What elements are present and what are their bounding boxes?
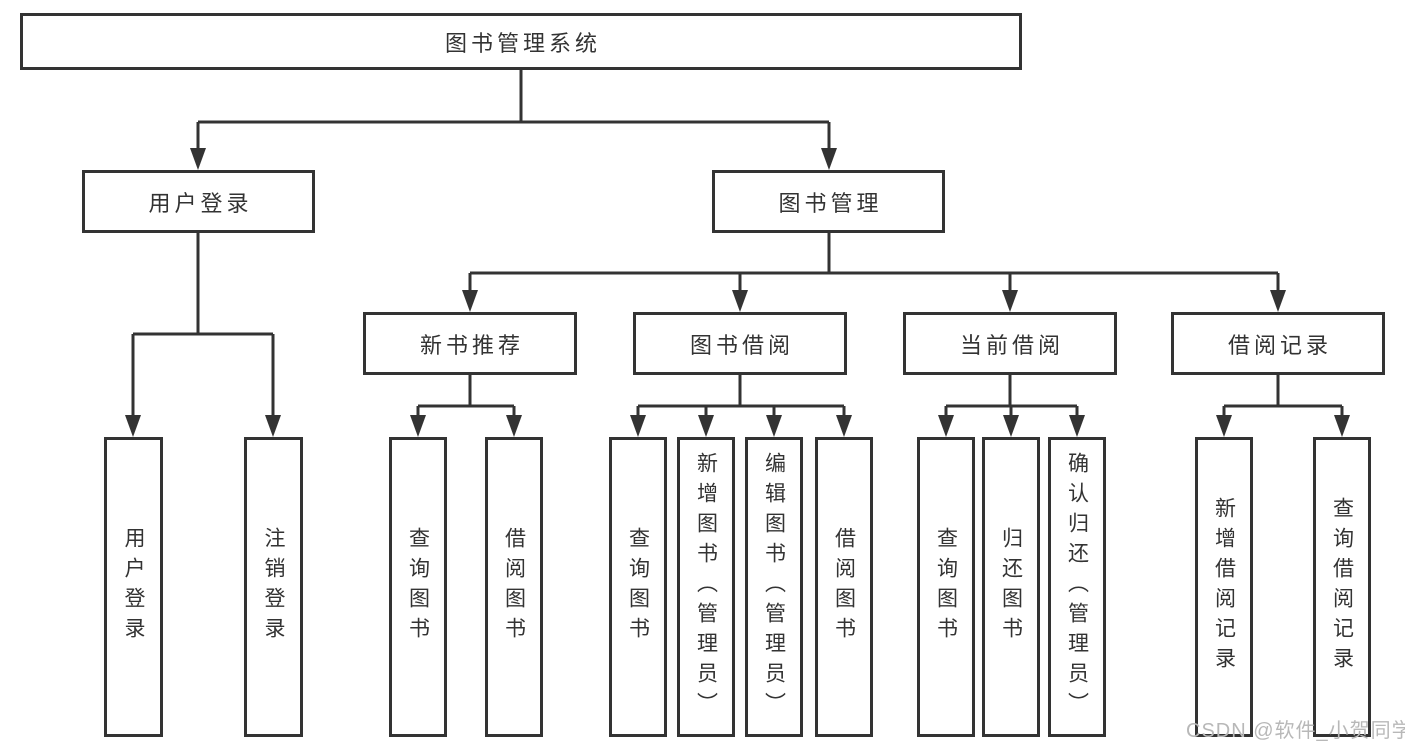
leaf-confirm-return-admin-label: 确认归还（管理员） [1065,452,1089,722]
node-current-borrowing: 当前借阅 [903,312,1117,375]
leaf-query-books-2: 查询图书 [609,437,667,737]
node-new-book-recommendation: 新书推荐 [363,312,577,375]
leaf-query-borrow-record-label: 查询借阅记录 [1330,497,1354,677]
leaf-query-borrow-record: 查询借阅记录 [1313,437,1371,737]
node-library-management-system: 图书管理系统 [20,13,1022,70]
leaf-borrow-books-1-label: 借阅图书 [502,527,526,647]
node-library-management-system-label: 图书管理系统 [444,30,601,56]
node-book-borrowing-label: 图书借阅 [689,332,794,358]
leaf-add-borrow-record: 新增借阅记录 [1195,437,1253,737]
leaf-query-books-1-label: 查询图书 [406,527,430,647]
leaf-borrow-books-1: 借阅图书 [485,437,543,737]
leaf-query-books-3-label: 查询图书 [934,527,958,647]
leaf-borrow-books-2-label: 借阅图书 [832,527,856,647]
leaf-query-books-2-label: 查询图书 [626,527,650,647]
node-book-management: 图书管理 [712,170,945,233]
node-current-borrowing-label: 当前借阅 [959,332,1064,358]
leaf-edit-book-admin-label: 编辑图书（管理员） [762,452,786,722]
leaf-user-login: 用户登录 [104,437,163,737]
leaf-logout: 注销登录 [244,437,303,737]
leaf-return-books-label: 归还图书 [999,527,1023,647]
node-book-borrowing: 图书借阅 [633,312,847,375]
csdn-watermark: CSDN @软件_小贺同学 [1186,720,1405,742]
leaf-add-book-admin-label: 新增图书（管理员） [694,452,718,722]
leaf-borrow-books-2: 借阅图书 [815,437,873,737]
leaf-add-book-admin: 新增图书（管理员） [677,437,735,737]
node-user-login: 用户登录 [82,170,315,233]
leaf-query-books-3: 查询图书 [917,437,975,737]
leaf-query-books-1: 查询图书 [389,437,447,737]
leaf-edit-book-admin: 编辑图书（管理员） [745,437,803,737]
node-borrowing-records: 借阅记录 [1171,312,1385,375]
leaf-return-books: 归还图书 [982,437,1040,737]
leaf-confirm-return-admin: 确认归还（管理员） [1048,437,1106,737]
leaf-add-borrow-record-label: 新增借阅记录 [1212,497,1236,677]
node-book-management-label: 图书管理 [778,190,883,216]
node-new-book-recommendation-label: 新书推荐 [419,332,524,358]
node-borrowing-records-label: 借阅记录 [1227,332,1332,358]
leaf-logout-label: 注销登录 [262,527,285,647]
leaf-user-login-label: 用户登录 [122,527,145,647]
node-user-login-label: 用户登录 [148,190,253,216]
